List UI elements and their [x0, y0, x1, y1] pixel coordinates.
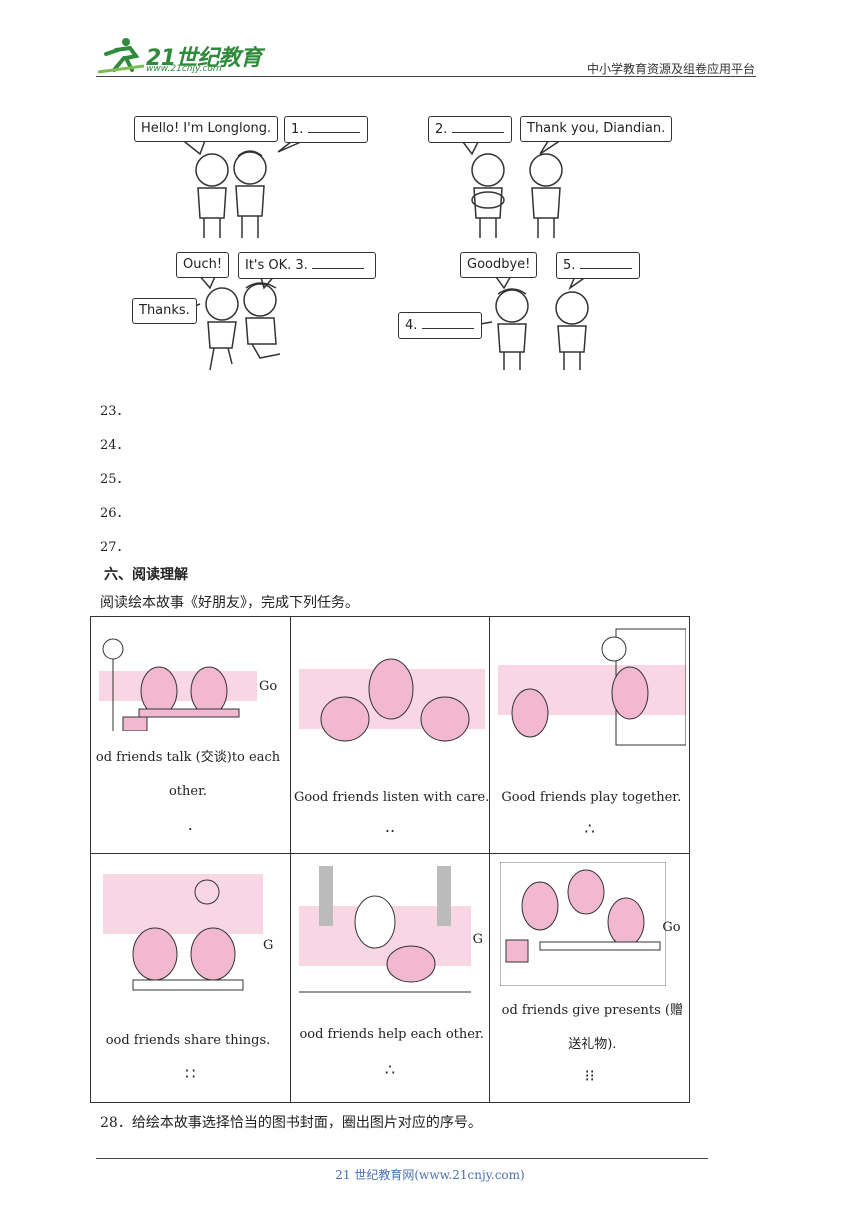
- speech-bubble: Thanks.: [132, 298, 197, 324]
- answer-line-27[interactable]: 27．: [100, 540, 130, 555]
- logo-text: 21世纪教育: [146, 46, 262, 71]
- platform-name: 中小学教育资源及组卷应用平台: [586, 62, 755, 76]
- story-caption: od friends talk (交谈)to each other.: [95, 750, 281, 799]
- listen-illustration: [298, 658, 485, 742]
- presents-illustration: [500, 862, 667, 986]
- story-caption: Good friends play together.: [501, 790, 682, 805]
- comic-illustration: [179, 137, 591, 371]
- footer-divider: [96, 1158, 708, 1159]
- blank-number: 5.: [563, 258, 580, 273]
- story-caption: Good friends listen with care.: [293, 790, 490, 805]
- help-illustration: [298, 866, 471, 993]
- play-illustration: [498, 628, 687, 746]
- story-table: Go od friends talk (交谈)to each other. . …: [90, 616, 690, 1103]
- story-caption: od friends give presents (赠送礼物).: [501, 1003, 683, 1052]
- answer-blank[interactable]: [421, 316, 474, 329]
- blank-number: It's OK. 3.: [245, 258, 312, 273]
- answer-blank[interactable]: [451, 120, 504, 133]
- speech-bubble: Goodbye!: [460, 252, 538, 278]
- speech-bubble: Ouch!: [176, 252, 230, 278]
- caption-fragment: Go: [662, 920, 681, 935]
- share-illustration: [103, 874, 263, 991]
- caption-mark: ..: [384, 817, 396, 836]
- story-cell-play: Good friends play together. ∴: [489, 616, 690, 854]
- speech-bubble-blank: It's OK. 3.: [238, 252, 376, 279]
- answer-blank[interactable]: [579, 256, 632, 269]
- caption-fragment: Go: [259, 679, 278, 694]
- caption-mark: .: [187, 815, 193, 834]
- caption-fragment: G: [472, 932, 484, 947]
- blank-number: 4.: [405, 318, 422, 333]
- story-cell-share: G ood friends share things. ∷: [90, 853, 291, 1103]
- comic-strip: Hello! I'm Longlong. 1. 2. Thank you, Di…: [120, 108, 680, 378]
- footer-link[interactable]: 21 世纪教育网(www.21cnjy.com): [335, 1168, 525, 1182]
- answer-line-25[interactable]: 25．: [100, 472, 130, 487]
- section-instruction: 阅读绘本故事《好朋友》，完成下列任务。: [100, 595, 359, 611]
- talk-illustration: [99, 638, 257, 731]
- story-cell-listen: Good friends listen with care. ..: [289, 616, 491, 854]
- story-caption: ood friends help each other.: [299, 1027, 484, 1042]
- story-cell-help: G ood friends help each other. ∴: [289, 853, 491, 1103]
- caption-mark: ⁝⁝: [584, 1066, 595, 1085]
- answer-line-26[interactable]: 26．: [100, 506, 130, 521]
- question-28: 28．给绘本故事选择恰当的图书封面，圈出图片对应的序号。: [100, 1115, 482, 1131]
- speech-bubble: Hello! I'm Longlong.: [134, 116, 279, 142]
- story-cell-presents: Go od friends give presents (赠送礼物). ⁝⁝: [489, 853, 690, 1103]
- answer-blank[interactable]: [311, 256, 364, 269]
- speech-bubble-blank: 2.: [428, 116, 512, 143]
- speech-bubble-blank: 5.: [556, 252, 640, 279]
- speech-bubble: Thank you, Diandian.: [520, 116, 673, 142]
- runner-logo-icon: [97, 38, 145, 74]
- caption-fragment: G: [263, 938, 274, 953]
- story-cell-talk: Go od friends talk (交谈)to each other. .: [90, 616, 291, 854]
- story-caption: ood friends share things.: [105, 1033, 271, 1048]
- caption-mark: ∴: [384, 1060, 396, 1079]
- logo-url: www.21cnjy.com: [146, 64, 222, 74]
- section-title: 六、阅读理解: [104, 567, 188, 583]
- speech-bubble-blank: 4.: [398, 312, 482, 339]
- caption-mark: ∷: [185, 1064, 196, 1083]
- blank-number: 2.: [435, 122, 452, 137]
- answer-blank[interactable]: [307, 120, 360, 133]
- speech-bubble-blank: 1.: [284, 116, 368, 143]
- blank-number: 1.: [291, 122, 308, 137]
- answer-line-24[interactable]: 24．: [100, 438, 130, 453]
- answer-line-23[interactable]: 23．: [100, 404, 130, 419]
- header-divider: [96, 76, 756, 77]
- caption-mark: ∴: [584, 819, 595, 838]
